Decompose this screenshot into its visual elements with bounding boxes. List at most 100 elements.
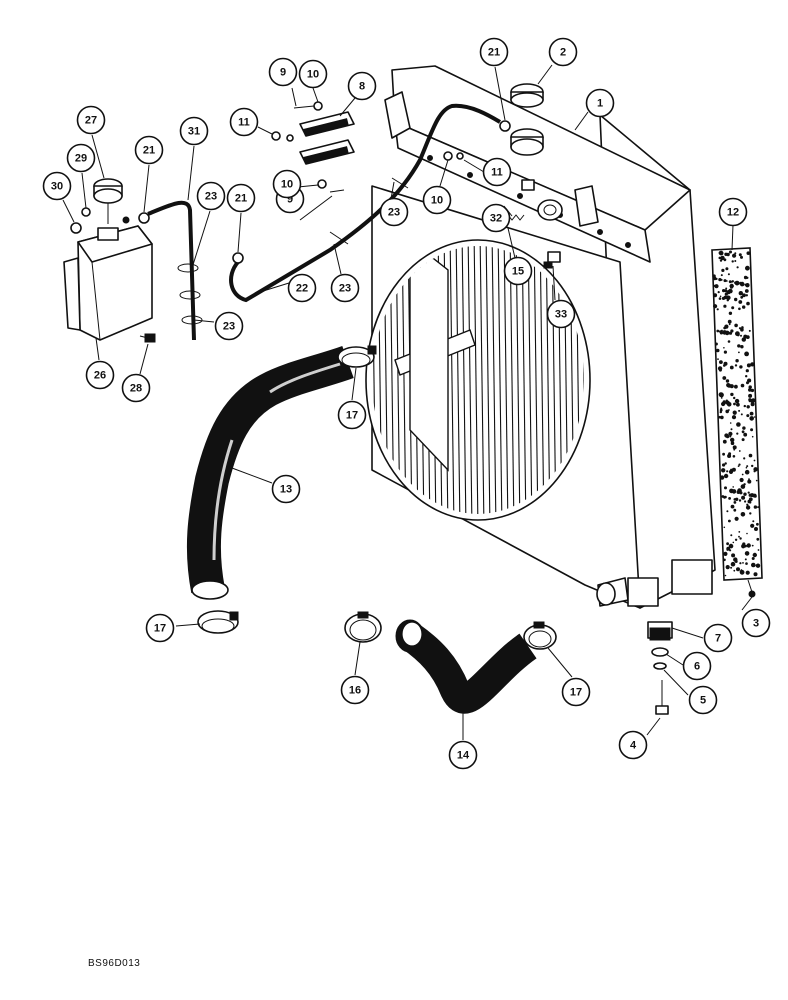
callout-21-1: 21	[479, 37, 509, 67]
fitting-32	[521, 179, 535, 191]
tank-nut-30	[70, 222, 82, 234]
hose-clamp-16	[344, 611, 382, 643]
drain-plug	[647, 621, 673, 641]
svg-text:10: 10	[281, 179, 293, 191]
svg-text:9: 9	[280, 67, 286, 79]
svg-text:22: 22	[296, 283, 308, 295]
callout-21-3: 21	[226, 183, 256, 213]
callout-10-2: 10	[272, 169, 302, 199]
svg-text:23: 23	[205, 191, 217, 203]
svg-text:31: 31	[188, 126, 200, 138]
coolant-recovery-tank	[63, 225, 156, 343]
callout-14: 14	[448, 740, 478, 770]
temperature-sender-33	[543, 251, 561, 269]
svg-text:7: 7	[715, 633, 721, 645]
callout-5: 5	[688, 685, 718, 715]
foam-seal-strip	[711, 247, 763, 598]
callout-23-1: 23	[196, 181, 226, 211]
callout-30: 30	[42, 171, 72, 201]
svg-text:17: 17	[570, 687, 582, 699]
hose-clamp-lower-left	[197, 610, 239, 634]
svg-text:28: 28	[130, 383, 142, 395]
radiator	[365, 65, 716, 609]
svg-text:12: 12	[727, 207, 739, 219]
svg-text:30: 30	[51, 181, 63, 193]
svg-text:9: 9	[287, 194, 293, 206]
svg-text:32: 32	[490, 213, 502, 225]
svg-text:8: 8	[359, 81, 365, 93]
callout-11-2: 11	[482, 157, 512, 187]
callout-28: 28	[121, 373, 151, 403]
svg-text:21: 21	[488, 47, 500, 59]
callout-31: 31	[179, 116, 209, 146]
svg-text:33: 33	[555, 309, 567, 321]
callout-3: 3	[741, 608, 771, 638]
svg-text:23: 23	[339, 283, 351, 295]
svg-text:21: 21	[235, 193, 247, 205]
svg-text:16: 16	[349, 685, 361, 697]
callout-10-3: 10	[422, 185, 452, 215]
upper-radiator-hose	[186, 345, 354, 600]
drain-lockwasher	[653, 662, 667, 670]
svg-text:11: 11	[238, 117, 250, 129]
drain-washer	[651, 647, 669, 657]
tank-washer-29	[81, 207, 91, 217]
svg-text:23: 23	[388, 207, 400, 219]
callout-32: 32	[481, 203, 511, 233]
svg-text:5: 5	[700, 695, 706, 707]
svg-text:2: 2	[560, 47, 566, 59]
callout-8: 8	[347, 71, 377, 101]
callout-12: 12	[718, 197, 748, 227]
callout-6: 6	[682, 651, 712, 681]
mounting-pads	[299, 111, 355, 165]
clamp-21-top	[499, 120, 511, 132]
callout-4: 4	[618, 730, 648, 760]
callout-29: 29	[66, 143, 96, 173]
svg-text:27: 27	[85, 115, 97, 127]
svg-text:23: 23	[223, 321, 235, 333]
svg-text:26: 26	[94, 370, 106, 382]
svg-text:4: 4	[630, 740, 637, 752]
callout-16: 16	[340, 675, 370, 705]
callout-22: 22	[287, 273, 317, 303]
tank-cap-27	[93, 178, 123, 224]
lower-radiator-hose	[395, 619, 537, 714]
radiator-core-fins	[372, 246, 584, 514]
hose-clamp-upper	[337, 345, 377, 368]
svg-text:6: 6	[694, 661, 700, 673]
callout-2: 2	[548, 37, 578, 67]
svg-text:3: 3	[753, 618, 759, 630]
clamp-21-mid	[232, 252, 244, 264]
callout-23-3: 23	[330, 273, 360, 303]
hose-clamp-lower-right	[523, 621, 557, 650]
callout-17-3: 17	[561, 677, 591, 707]
callout-17-1: 17	[337, 400, 367, 430]
callout-1: 1	[585, 88, 615, 118]
svg-text:15: 15	[512, 266, 524, 278]
svg-text:11: 11	[491, 167, 503, 179]
callout-26: 26	[85, 360, 115, 390]
mounting-hardware	[271, 101, 464, 193]
svg-text:17: 17	[154, 623, 166, 635]
callout-15: 15	[503, 256, 533, 286]
callout-bubbles: 1234567899101010111112131415161717172121…	[42, 37, 771, 770]
callout-9-1: 9	[268, 57, 298, 87]
clamp-21-left	[138, 212, 150, 224]
drain-bolt	[655, 680, 669, 715]
svg-text:13: 13	[280, 484, 292, 496]
callout-33: 33	[546, 299, 576, 329]
svg-text:1: 1	[597, 98, 603, 110]
callout-23-2: 23	[379, 197, 409, 227]
drawing-reference-code: BS96D013	[88, 958, 141, 969]
callout-27: 27	[76, 105, 106, 135]
callout-23-4: 23	[214, 311, 244, 341]
svg-text:10: 10	[307, 69, 319, 81]
callout-21-2: 21	[134, 135, 164, 165]
svg-text:17: 17	[346, 410, 358, 422]
svg-text:21: 21	[143, 145, 155, 157]
radiator-cap	[510, 83, 544, 108]
callout-11-1: 11	[229, 107, 259, 137]
callout-10-1: 10	[298, 59, 328, 89]
